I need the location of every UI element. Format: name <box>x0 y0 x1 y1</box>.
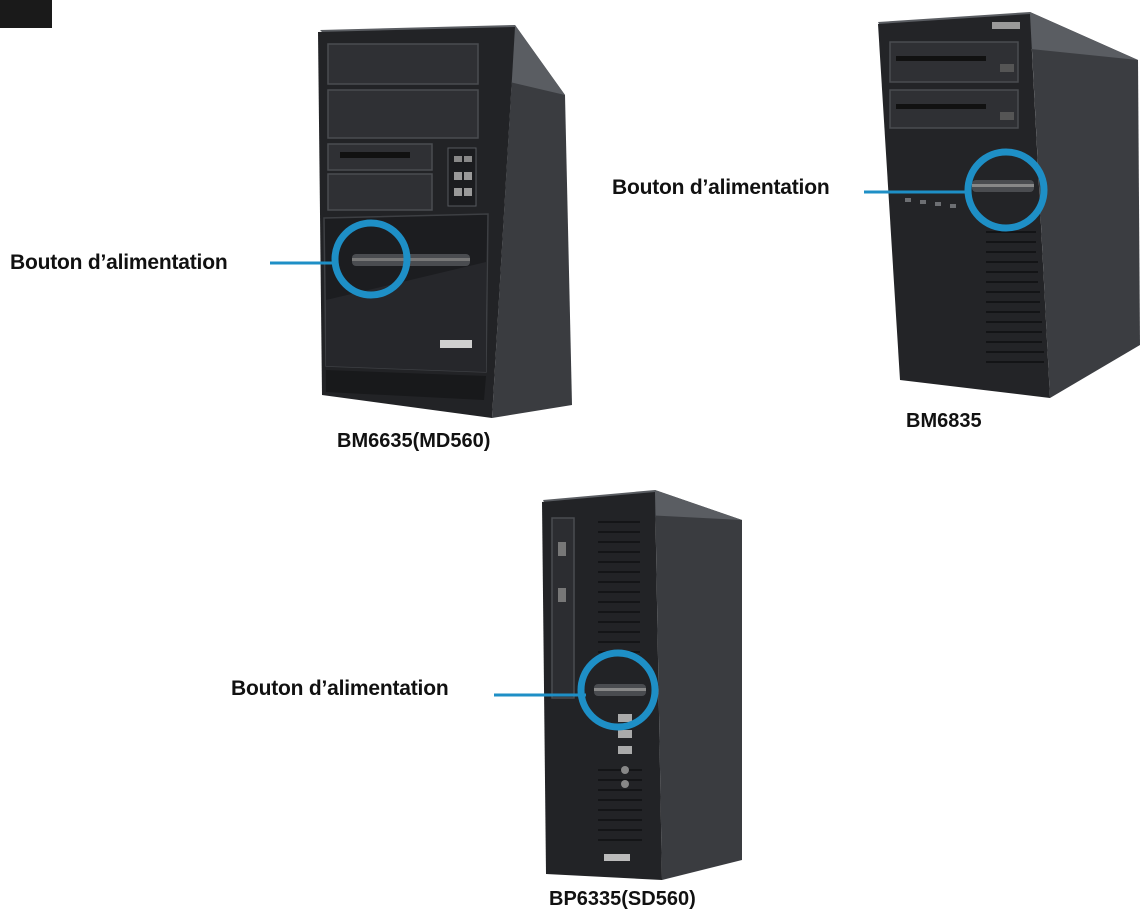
figure-bp6335: Bouton d’alimentation BP6335(SD560) <box>200 470 800 915</box>
power-button-label: Bouton d’alimentation <box>231 677 449 700</box>
power-button-label: Bouton d’alimentation <box>612 176 830 199</box>
asus-logo-icon <box>992 22 1020 29</box>
figure-bm6835: Bouton d’alimentation BM6835 <box>600 0 1146 440</box>
model-caption: BM6835 <box>906 410 982 432</box>
page-corner-tab <box>0 0 52 28</box>
model-caption: BP6335(SD560) <box>549 888 696 910</box>
model-caption: BM6635(MD560) <box>337 430 491 452</box>
figure-bm6635: Bouton d’alimentation BM6635(MD560) <box>0 0 600 470</box>
tower-illustration-bm6835 <box>864 12 1140 398</box>
tower-illustration-bp6335 <box>494 490 742 880</box>
asus-logo-icon <box>440 340 472 348</box>
tower-illustration-bm6635 <box>270 25 572 418</box>
power-button-label: Bouton d’alimentation <box>10 251 228 274</box>
asus-logo-icon <box>604 854 630 861</box>
